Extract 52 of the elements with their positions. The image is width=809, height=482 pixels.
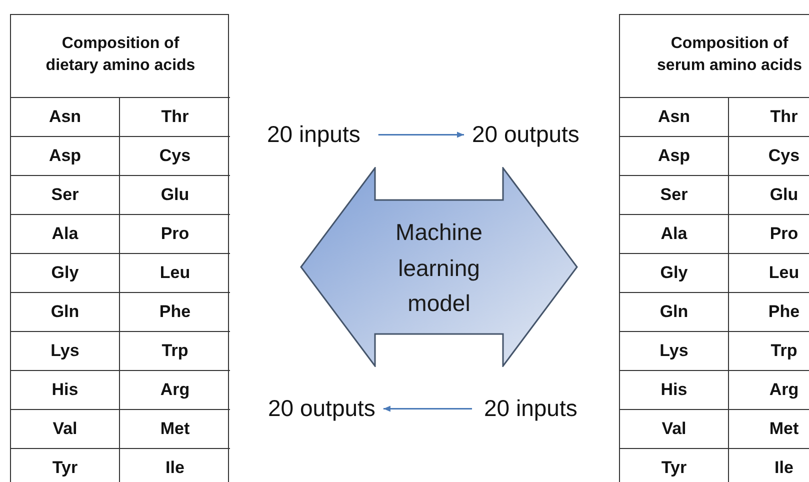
table-cell: Cys	[120, 137, 230, 176]
table-cell: Met	[120, 410, 230, 449]
table-cell: Gly	[620, 254, 729, 293]
table-cell: Lys	[620, 332, 729, 371]
table-cell: Trp	[120, 332, 230, 371]
table-cell: Ile	[729, 449, 809, 482]
table-cell: Asn	[11, 98, 120, 137]
table-header: Composition of serum amino acids	[620, 15, 809, 98]
table-cell: Trp	[729, 332, 809, 371]
table-cell: Thr	[120, 98, 230, 137]
table-cell: Gln	[11, 293, 120, 332]
table-cell: Ala	[620, 215, 729, 254]
table-cell: His	[620, 371, 729, 410]
table-cell: Arg	[729, 371, 809, 410]
table-cell: Ser	[620, 176, 729, 215]
table-cell: Pro	[120, 215, 230, 254]
table-cell: Gly	[11, 254, 120, 293]
table-cell: Leu	[729, 254, 809, 293]
table-cell: Phe	[120, 293, 230, 332]
table-cell: Glu	[729, 176, 809, 215]
double-arrow-shape	[300, 167, 578, 367]
data-table	[619, 14, 809, 482]
table-cell: Cys	[729, 137, 809, 176]
table-cell: Val	[620, 410, 729, 449]
table-cell: Tyr	[11, 449, 120, 482]
table-cell: Ser	[11, 176, 120, 215]
table-cell: Met	[729, 410, 809, 449]
table-cell: Phe	[729, 293, 809, 332]
table-cell: His	[11, 371, 120, 410]
table-cell: Lys	[11, 332, 120, 371]
arrow	[383, 406, 472, 412]
table-header: Composition of dietary amino acids	[11, 15, 230, 98]
io-label: 20 inputs	[267, 121, 360, 149]
io-label: 20 outputs	[472, 121, 580, 149]
table-cell: Val	[11, 410, 120, 449]
arrow	[378, 132, 464, 138]
table-cell: Asn	[620, 98, 729, 137]
table-cell: Asp	[620, 137, 729, 176]
data-table	[10, 14, 229, 482]
table-cell: Gln	[620, 293, 729, 332]
table-cell: Pro	[729, 215, 809, 254]
table-cell: Arg	[120, 371, 230, 410]
table-cell: Tyr	[620, 449, 729, 482]
table-cell: Leu	[120, 254, 230, 293]
table-cell: Thr	[729, 98, 809, 137]
table-cell: Asp	[11, 137, 120, 176]
table-cell: Ala	[11, 215, 120, 254]
model-label: Machine learning model	[394, 218, 484, 318]
io-label: 20 inputs	[484, 395, 578, 423]
table-cell: Glu	[120, 176, 230, 215]
io-label: 20 outputs	[268, 395, 376, 423]
table-cell: Ile	[120, 449, 230, 482]
